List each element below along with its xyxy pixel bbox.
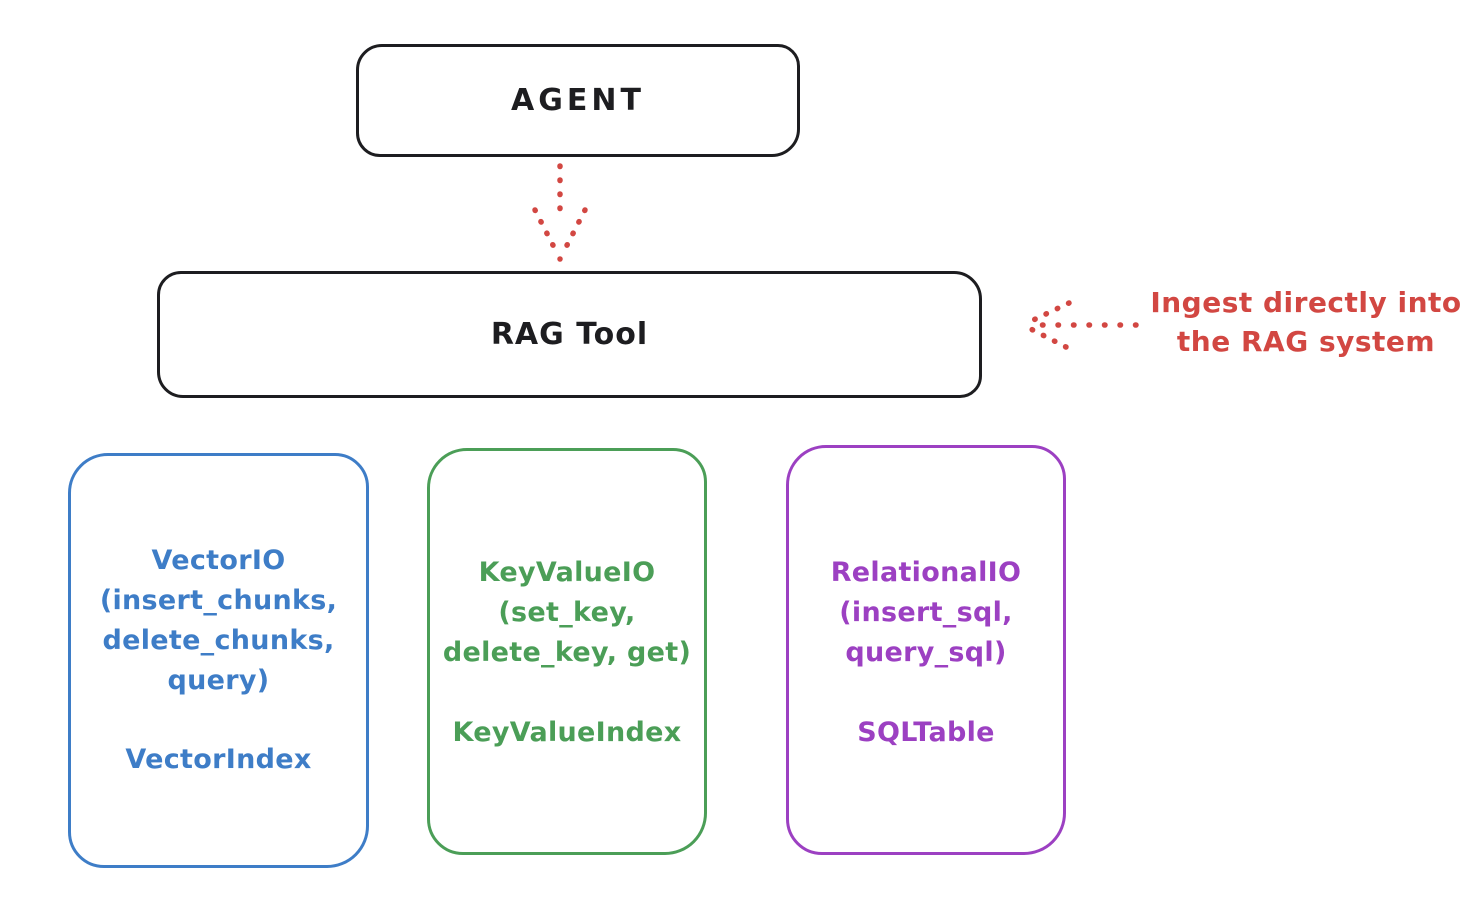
- annotation-ingest-note: Ingest directly into the RAG system: [1150, 286, 1462, 358]
- keyvalue-io-node: KeyValueIO (set_key, delete_key, get) Ke…: [427, 448, 707, 855]
- relational-io-node: RelationalIO (insert_sql, query_sql) SQL…: [786, 445, 1066, 855]
- rag-tool-label: RAG Tool: [490, 317, 649, 352]
- dotted-arrow-left-icon: [1022, 300, 1139, 350]
- agent-node: AGENT: [356, 44, 800, 157]
- agent-label: AGENT: [511, 83, 645, 118]
- sql-table-label: SQLTable: [857, 717, 995, 748]
- vector-io-label: VectorIO (insert_chunks, delete_chunks, …: [99, 545, 338, 696]
- rag-tool-node: RAG Tool: [157, 271, 982, 398]
- vector-io-node: VectorIO (insert_chunks, delete_chunks, …: [68, 453, 369, 868]
- dotted-arrow-down-icon: [532, 163, 588, 262]
- keyvalue-index-label: KeyValueIndex: [452, 717, 682, 748]
- keyvalue-io-label: KeyValueIO (set_key, delete_key, get): [442, 557, 692, 668]
- relational-io-label: RelationalIO (insert_sql, query_sql): [830, 557, 1022, 668]
- vector-index-label: VectorIndex: [125, 744, 312, 775]
